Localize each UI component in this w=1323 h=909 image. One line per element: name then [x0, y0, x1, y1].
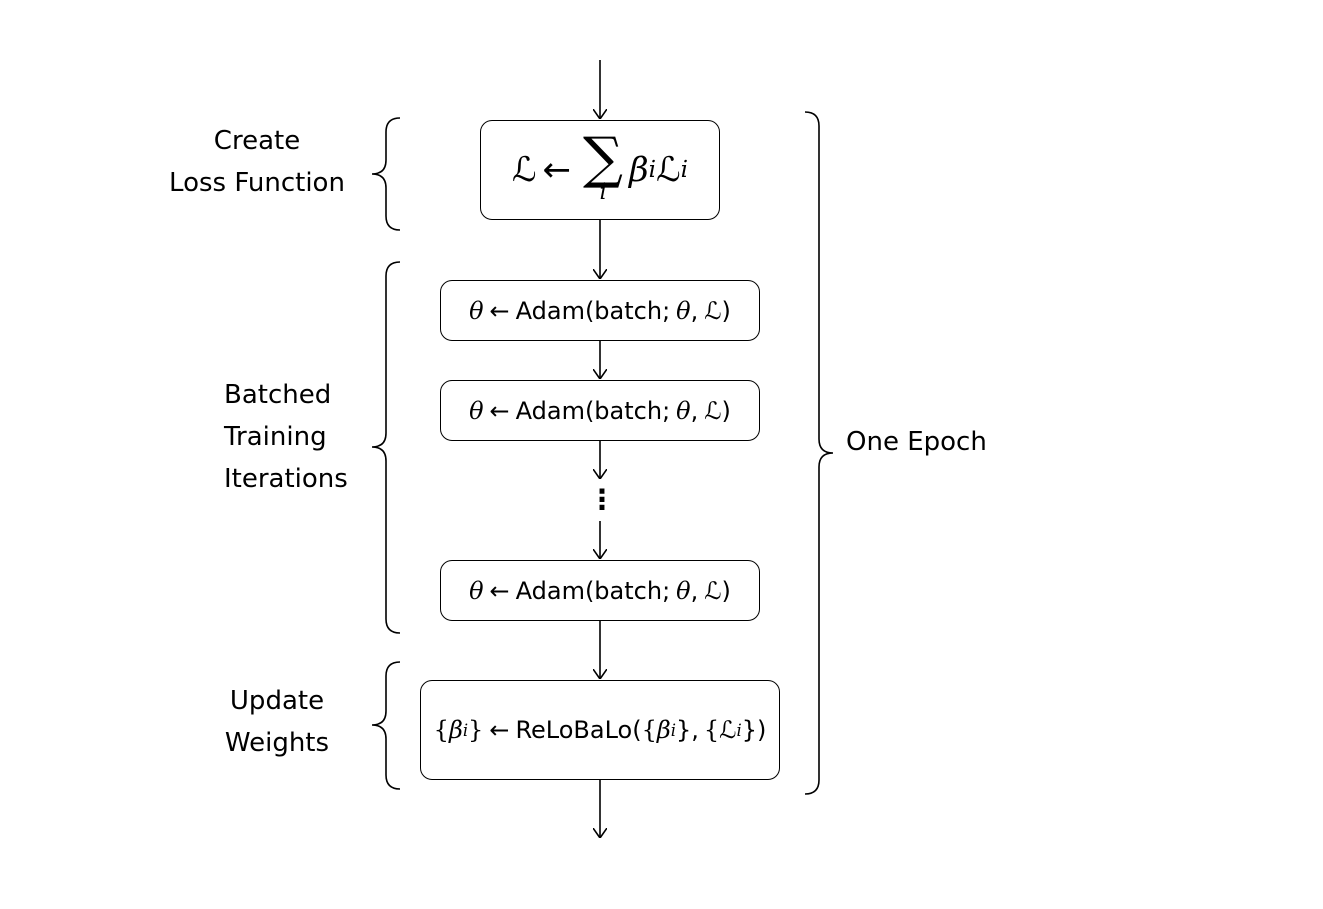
arg2-close: }): [741, 716, 767, 744]
assign-arrow: ←: [489, 296, 510, 325]
label-one-epoch: One Epoch: [846, 427, 987, 457]
arg1-close: },: [675, 716, 699, 744]
loss-term: ℒ: [656, 150, 681, 190]
beta-set-close: }: [468, 716, 484, 744]
label-update-line1: Update: [229, 686, 325, 716]
vertical-ellipsis: ⋮: [588, 480, 616, 520]
loss-arg: ℒ: [704, 576, 722, 605]
relobalo-function: ReLoBaLo(: [515, 716, 642, 744]
brace-one-epoch: [804, 111, 834, 795]
label-batched-line3: Iterations: [224, 464, 348, 494]
close-paren: ): [721, 576, 731, 605]
label-create-line2: Loss Function: [169, 168, 345, 198]
loss-arg: ℒ: [704, 396, 722, 425]
label-batched-line1: Batched: [224, 380, 332, 410]
theta-arg: θ: [676, 296, 691, 325]
beta-subscript: i: [648, 157, 657, 183]
adam-function: Adam(batch;: [515, 296, 671, 325]
adam-step-box-1: θ ← Adam(batch; θ, ℒ): [440, 280, 760, 341]
label-create-line1: Create: [213, 126, 301, 156]
arg2-loss: ℒ: [719, 716, 737, 744]
arg2-subscript: i: [736, 720, 742, 740]
loss-arg: ℒ: [704, 296, 722, 325]
adam-function: Adam(batch;: [515, 396, 671, 425]
brace-update-weights: [371, 661, 401, 790]
label-create-loss-function: Create Loss Function: [150, 120, 364, 204]
beta-symbol: β: [629, 150, 649, 190]
arg1-open: {: [641, 716, 657, 744]
arg1-beta: β: [656, 716, 671, 744]
adam-function: Adam(batch;: [515, 576, 671, 605]
label-update-line2: Weights: [224, 728, 330, 758]
arg2-open: {: [703, 716, 720, 744]
adam-step-box-3: θ ← Adam(batch; θ, ℒ): [440, 560, 760, 621]
loss-subscript: i: [680, 157, 688, 183]
brace-create-loss: [371, 117, 401, 231]
assign-arrow: ←: [489, 396, 510, 425]
theta-symbol: θ: [469, 396, 484, 425]
arg-separator: ,: [690, 296, 699, 325]
theta-arg: θ: [676, 396, 691, 425]
beta-set-open: {: [433, 716, 449, 744]
theta-symbol: θ: [469, 576, 484, 605]
adam-step-box-2: θ ← Adam(batch; θ, ℒ): [440, 380, 760, 441]
beta-set-subscript: i: [462, 720, 469, 740]
close-paren: ): [721, 296, 731, 325]
arg-separator: ,: [690, 576, 699, 605]
sum-symbol: ∑: [583, 126, 623, 191]
beta-set-symbol: β: [448, 716, 463, 744]
label-batched-training-iterations: Batched Training Iterations: [224, 374, 374, 500]
brace-batched-training: [371, 261, 401, 634]
arg1-subscript: i: [670, 720, 676, 740]
theta-arg: θ: [676, 576, 691, 605]
assign-arrow: ←: [489, 716, 510, 744]
summation: ∑ i: [583, 126, 623, 205]
assign-arrow: ←: [542, 150, 572, 190]
loss-symbol: ℒ: [512, 150, 537, 190]
arg-separator: ,: [690, 396, 699, 425]
theta-symbol: θ: [469, 296, 484, 325]
label-update-weights: Update Weights: [210, 680, 344, 764]
label-batched-line2: Training: [224, 422, 327, 452]
assign-arrow: ←: [489, 576, 510, 605]
close-paren: ): [721, 396, 731, 425]
sum-index: i: [599, 180, 607, 205]
